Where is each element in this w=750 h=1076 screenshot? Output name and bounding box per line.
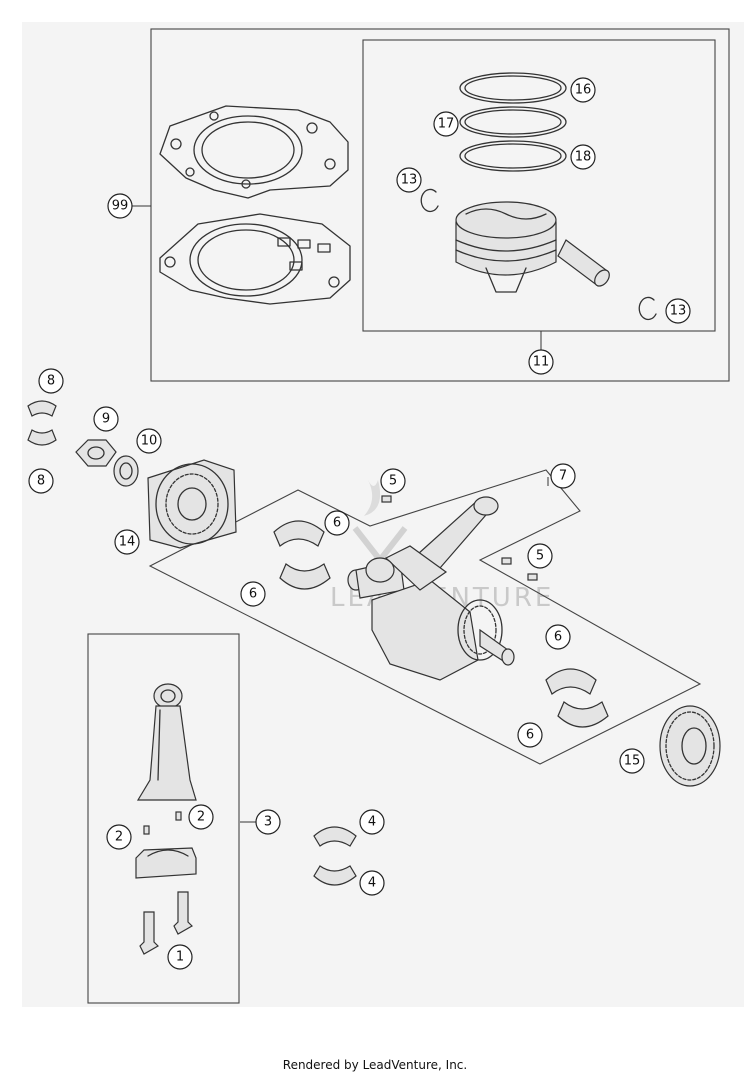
dowel-pin-b [501,557,512,565]
callout-3: 3 [255,809,281,835]
piston [455,201,557,293]
callout-15: 15 [619,748,645,774]
svg-text:6: 6 [554,630,562,645]
dowel-pin-c [527,573,538,581]
svg-text:4: 4 [368,876,376,891]
callout-9: 9 [93,406,119,432]
crankshaft-box [148,469,702,765]
callout-4-bottom: 4 [359,870,385,896]
svg-text:7: 7 [559,469,567,484]
main-bearing-shells-right [545,668,609,728]
dowel-pin-a [381,495,392,503]
piston-pin [557,239,610,287]
svg-text:16: 16 [575,83,592,98]
svg-text:2: 2 [115,830,123,845]
svg-text:6: 6 [333,516,341,531]
callout-13-bottom: 13 [665,298,691,324]
cylinder-base-gasket [159,213,351,305]
svg-text:9: 9 [102,412,110,427]
callout-8-bottom: 8 [28,468,54,494]
svg-text:13: 13 [401,173,418,188]
svg-text:11: 11 [533,355,550,370]
callout-99: 99 [107,193,133,219]
callout-8-top: 8 [38,368,64,394]
svg-text:8: 8 [37,474,45,489]
svg-text:18: 18 [575,150,592,165]
leader-lines [132,205,549,823]
svg-text:6: 6 [249,587,257,602]
cylinder-head-gasket [159,105,349,199]
callout-2-right: 2 [188,804,214,830]
svg-text:13: 13 [670,304,687,319]
gear-14 [147,459,237,549]
svg-text:2: 2 [197,810,205,825]
footer-credit: Rendered by LeadVenture, Inc. [282,1058,468,1072]
gasket-kit-box [150,28,730,382]
piston-rings [459,72,567,172]
callout-6-b: 6 [240,581,266,607]
svg-text:4: 4 [368,815,376,830]
callout-17: 17 [433,111,459,137]
circlip-left [420,188,439,213]
callout-6-a: 6 [324,510,350,536]
svg-text:5: 5 [536,549,544,564]
connecting-rod-box [87,633,240,1004]
callout-13-top: 13 [396,167,422,193]
callout-10: 10 [136,428,162,454]
callout-6-d: 6 [517,722,543,748]
diagram-background [22,22,744,1007]
callout-4-top: 4 [359,809,385,835]
callout-16: 16 [570,77,596,103]
callout-5-top: 5 [380,468,406,494]
bearing-shell-8 [27,400,57,446]
svg-text:6: 6 [526,728,534,743]
connecting-rod [135,683,197,955]
callout-18: 18 [570,144,596,170]
callout-5-right: 5 [527,543,553,569]
washer [113,455,139,487]
svg-text:3: 3 [264,815,272,830]
svg-text:99: 99 [112,199,129,214]
svg-text:1: 1 [176,950,184,965]
circlip-right [638,296,657,321]
callout-14: 14 [114,529,140,555]
nut [75,439,117,467]
svg-text:5: 5 [389,474,397,489]
svg-text:8: 8 [47,374,55,389]
svg-text:17: 17 [438,117,455,132]
svg-text:10: 10 [141,434,158,449]
callout-1: 1 [167,944,193,970]
callout-6-c: 6 [545,624,571,650]
main-bearing-shells-left [273,520,331,590]
gear-15 [659,705,721,787]
conrod-bearing-shells [313,826,357,886]
callout-2-left: 2 [106,824,132,850]
svg-text:14: 14 [119,535,136,550]
crankshaft-assembly [347,496,515,681]
callout-7: 7 [550,463,576,489]
piston-kit-box [362,39,716,332]
callout-11: 11 [528,349,554,375]
svg-text:15: 15 [624,754,641,769]
